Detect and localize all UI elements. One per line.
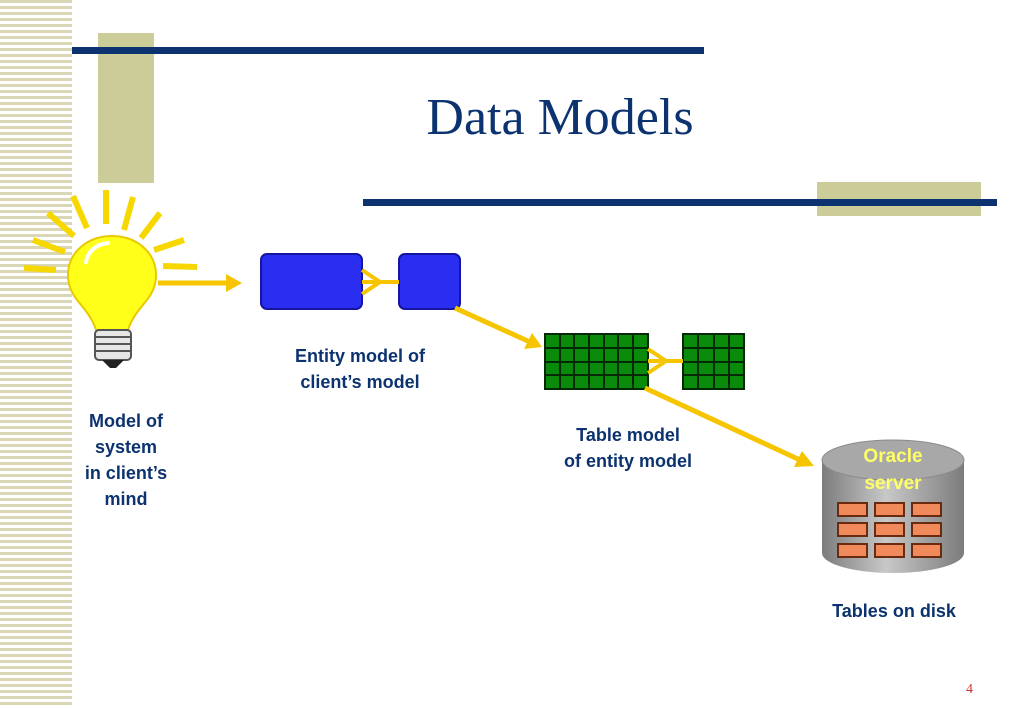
arrow-table-to-oracle [643,385,814,467]
table-model-label: Table model of entity model [563,425,692,471]
table-grid-icon [544,333,745,390]
decorative-bars [72,33,997,216]
database-cylinder-icon [821,439,965,573]
slide-title: Data Models [426,89,694,146]
tables-on-disk-label: Tables on disk [832,601,956,621]
page-number: 4 [966,682,973,697]
entity-boxes-icon [260,253,461,310]
arrow-bulb-to-entity [158,274,242,292]
client-mind-label: Model of system in client’s mind [84,411,168,509]
arrow-entity-to-table [453,305,542,349]
entity-model-label: Entity model of client’s model [295,346,425,392]
lightbulb-icon [23,190,198,368]
oracle-server-label: Oracle server [863,446,923,494]
decorative-stripes [0,0,72,708]
